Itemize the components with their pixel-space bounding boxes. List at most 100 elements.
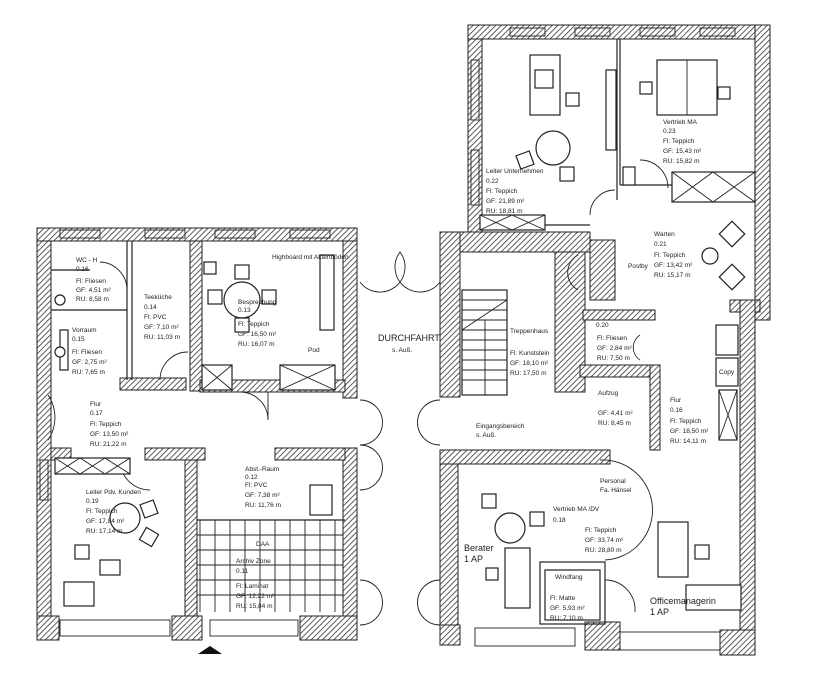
room-perimeter: RU: 17,14 m: [86, 528, 123, 535]
room-name: Vertrieb MA /DV: [553, 506, 600, 513]
room-perimeter: RU: 8,58 m: [76, 296, 109, 303]
room-name: Aufzug: [598, 390, 619, 397]
room-perimeter: RU: 7,10 m: [550, 615, 583, 622]
room-floor: Fl: Teppich: [86, 508, 118, 515]
room-name: Windfang: [555, 574, 583, 581]
room-note: Fa. Hänsel: [600, 487, 632, 494]
room-area: GF: 15,43 m²: [663, 148, 702, 155]
room-perimeter: RU: 28,80 m: [585, 547, 622, 554]
room-note: Eingangsbereich: [476, 423, 525, 430]
room-besprechung: Highboard mit Aktenböden Besprechung 0.1…: [238, 254, 349, 354]
room-name: Abst.-Raum: [245, 466, 279, 473]
room-flur-left: Flur 0.17 Fl: Teppich GF: 13,50 m² RU: 2…: [90, 401, 129, 448]
room-floor: Fl: Laminat: [236, 583, 268, 590]
room-perimeter: RU: 15,84 m: [236, 603, 273, 610]
room-name: Leiter Pdv. Kunden: [86, 489, 141, 496]
room-treppenhaus: Treppenhaus Fl: Kunststein GF: 18,10 m² …: [476, 328, 550, 439]
windows-right: [470, 27, 736, 651]
room-number: 0.16: [76, 266, 89, 273]
room-wc-h: WC - H 0.16 Fl: Fliesen GF: 4,51 m² RU: …: [76, 257, 112, 303]
room-number: 1 AP: [650, 607, 669, 617]
room-abst: Abst.-Raum 0.12 Fl: PVC GF: 7,38 m² RU: …: [245, 466, 281, 509]
copy-label: Copy: [719, 369, 735, 376]
room-floor: Fl: Matte: [550, 595, 576, 602]
room-name: Warten: [654, 231, 675, 238]
room-perimeter: RU: 17,50 m: [510, 370, 547, 377]
furniture-left: [54, 254, 336, 607]
room-note: Postby: [628, 263, 649, 270]
room-note: DAA: [256, 541, 270, 548]
room-perimeter: RU: 8,45 m: [598, 420, 631, 427]
passage-durchfahrt: DURCHFAHRT s. Auß.: [378, 333, 440, 354]
room-number: 0.23: [663, 128, 676, 135]
room-teekueche: Teeküche 0.14 Fl: PVC GF: 7,10 m² RU: 11…: [144, 294, 180, 341]
room-vertrieb-ma: Vertrieb MA 0.23 Fl: Teppich GF: 15,43 m…: [663, 119, 702, 165]
room-number: 0.11: [236, 568, 249, 575]
entrance-marker-icon: [198, 646, 222, 654]
room-labels: WC - H 0.16 Fl: Fliesen GF: 4,51 m² RU: …: [72, 119, 735, 622]
room-name: Treppenhaus: [510, 328, 549, 335]
room-floor: Fl: Teppich: [90, 421, 122, 428]
passage-gates: [359, 251, 441, 626]
room-area: GF: 13,50 m²: [90, 431, 129, 438]
room-name: Flur: [670, 397, 682, 404]
room-office: Officemanagerin 1 AP: [650, 596, 716, 617]
room-note: Highboard mit Aktenböden: [272, 254, 349, 261]
room-windfang: Windfang Fl: Matte GF: 5,93 m² RU: 7,10 …: [550, 574, 586, 622]
room-floor: Fl: Fliesen: [76, 278, 106, 285]
room-name: Teeküche: [144, 294, 172, 301]
room-name: WC - H: [76, 257, 98, 264]
room-note: Personal: [600, 478, 626, 485]
room-berater: Berater 1 AP: [464, 543, 494, 564]
room-area: GF: 7,10 m²: [144, 324, 180, 331]
room-number: 0.14: [144, 304, 157, 311]
room-number: 1 AP: [464, 554, 483, 564]
room-area: GF: 7,38 m²: [245, 492, 281, 499]
room-number: 0.19: [86, 498, 99, 505]
room-floor: Fl: Teppich: [238, 321, 270, 328]
room-floor: Fl: PVC: [144, 314, 167, 321]
room-area: GF: 16,50 m²: [238, 331, 277, 338]
room-area: GF: 21,89 m²: [486, 198, 525, 205]
room-perimeter: RU: 15,17 m: [654, 272, 691, 279]
room-vorraum: Vorraum 0.15 Fl: Fliesen GF: 2,75 m² RU:…: [72, 327, 108, 376]
room-flur-right: Flur 0.16 Fl: Teppich GF: 18,50 m² RU: 1…: [670, 369, 735, 445]
room-floor: Fl: Teppich: [663, 138, 695, 145]
room-number: 0.20: [596, 322, 609, 329]
room-leiter-unternehmen: Leiter Unternehmen 0.22 Fl: Teppich GF: …: [486, 168, 544, 215]
room-area: GF: 4,51 m²: [76, 287, 112, 294]
room-name: Leiter Unternehmen: [486, 168, 544, 175]
furniture-right: [479, 54, 756, 611]
room-area: GF: 5,93 m²: [550, 605, 586, 612]
passage-label: DURCHFAHRT: [378, 333, 440, 343]
room-name: Vorraum: [72, 327, 97, 334]
staircase: [461, 289, 508, 396]
room-floor: Fl: Teppich: [585, 527, 617, 534]
room-area: GF: 4,41 m²: [598, 410, 634, 417]
room-warten: Warten 0.21 Fl: Teppich GF: 13,42 m² RU:…: [628, 231, 693, 279]
room-area: GF: 18,10 m²: [510, 360, 549, 367]
room-area: GF: 18,50 m²: [670, 428, 709, 435]
right-building-walls: [439, 24, 771, 656]
room-area: GF: 12,22 m²: [236, 593, 275, 600]
room-aufzug: Aufzug GF: 4,41 m² RU: 8,45 m: [598, 390, 634, 427]
room-perimeter: RU: 11,03 m: [144, 334, 180, 341]
room-number: 0.15: [72, 336, 85, 343]
room-name: Besprechung: [238, 299, 277, 306]
room-perimeter: RU: 7,50 m: [597, 355, 630, 362]
room-floor: Fl: Kunststein: [510, 350, 550, 357]
room-number: 0.12: [245, 474, 258, 481]
room-area: GF: 33,74 m²: [585, 537, 624, 544]
archive-shelving: [197, 484, 343, 612]
room-archiv: DAA Archiv Zone 0.11 Fl: Laminat GF: 12,…: [236, 541, 275, 610]
windows-left: [39, 229, 331, 637]
room-perimeter: RU: 16,07 m: [238, 341, 275, 348]
room-note: Pod: [308, 347, 320, 354]
room-leiter-kunden: Leiter Pdv. Kunden 0.19 Fl: Teppich GF: …: [86, 489, 141, 535]
room-perimeter: RU: 15,82 m: [663, 158, 700, 165]
room-note: s. Auß.: [476, 432, 496, 439]
room-name: Officemanagerin: [650, 596, 716, 606]
room-area: GF: 2,75 m²: [72, 359, 108, 366]
room-area: GF: 17,84 m²: [86, 518, 125, 525]
